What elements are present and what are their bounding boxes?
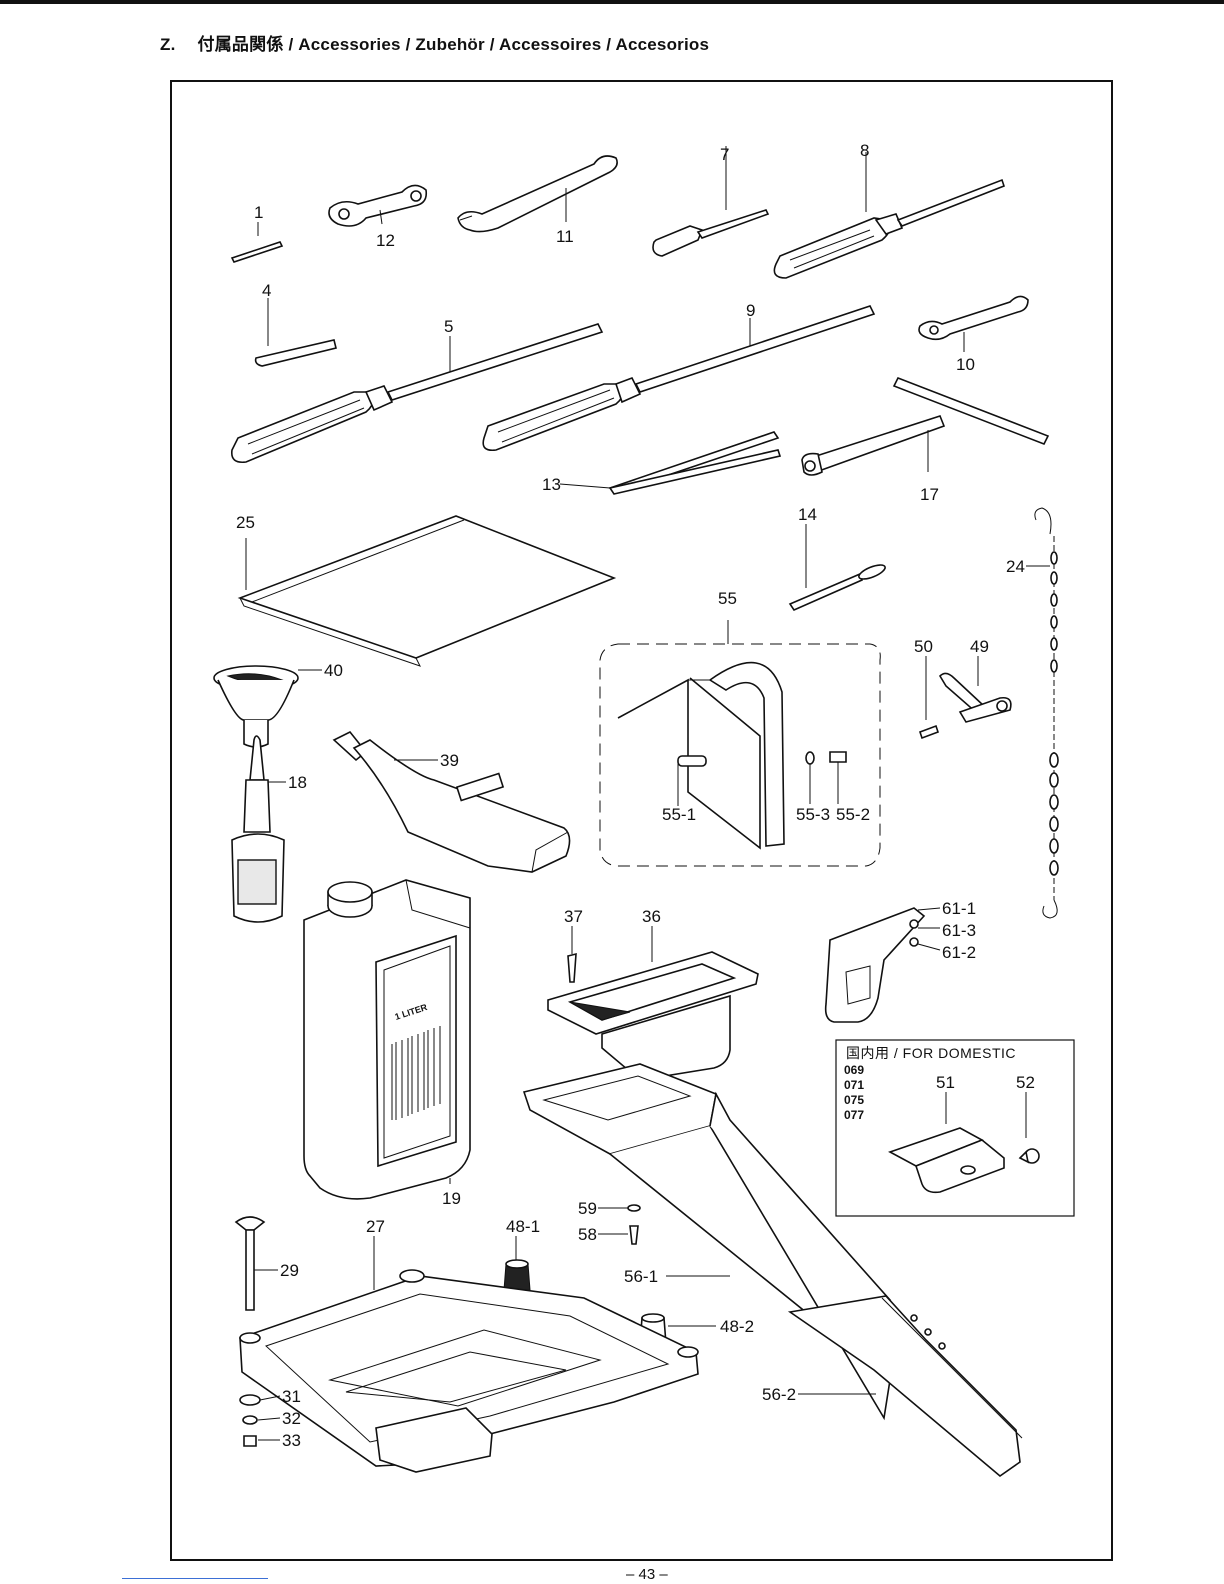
label-10: 10 bbox=[956, 355, 975, 374]
label-8: 8 bbox=[860, 141, 869, 160]
part-7-screwdriver bbox=[653, 146, 768, 256]
top-rule bbox=[0, 0, 1224, 4]
label-4: 4 bbox=[262, 281, 271, 300]
part-12-wrench bbox=[329, 185, 426, 226]
part-18-oiler bbox=[232, 736, 286, 922]
label-48-1: 48-1 bbox=[506, 1217, 540, 1236]
label-61-1: 61-1 bbox=[942, 899, 976, 918]
domestic-box: 国内用 / FOR DOMESTIC 069 071 075 077 51 52 bbox=[836, 1040, 1074, 1216]
label-9: 9 bbox=[746, 301, 755, 320]
label-14: 14 bbox=[798, 505, 817, 524]
part-40-funnel bbox=[214, 666, 322, 747]
label-51: 51 bbox=[936, 1073, 955, 1092]
label-56-2: 56-2 bbox=[762, 1385, 796, 1404]
part-49-50-latch: 50 49 bbox=[914, 637, 1011, 738]
part-61-bracket: 61-1 61-3 61-2 bbox=[826, 899, 976, 1022]
label-61-3: 61-3 bbox=[942, 921, 976, 940]
label-55-1: 55-1 bbox=[662, 805, 696, 824]
label-33: 33 bbox=[282, 1431, 301, 1450]
label-61-2: 61-2 bbox=[942, 943, 976, 962]
label-13: 13 bbox=[542, 475, 561, 494]
label-19: 19 bbox=[442, 1189, 461, 1208]
label-39: 39 bbox=[440, 751, 459, 770]
part-55-cover-assembly: 55 55-1 55-3 55-2 bbox=[600, 589, 880, 866]
part-9-screwdriver bbox=[483, 306, 874, 450]
label-52: 52 bbox=[1016, 1073, 1035, 1092]
label-11: 11 bbox=[556, 227, 574, 246]
label-31: 31 bbox=[282, 1387, 301, 1406]
section-letter: Z. bbox=[160, 35, 176, 54]
label-48-2: 48-2 bbox=[720, 1317, 754, 1336]
part-10-wrench bbox=[919, 296, 1028, 352]
label-5: 5 bbox=[444, 317, 453, 336]
label-29: 29 bbox=[280, 1261, 299, 1280]
part-27-base-plate: 27 bbox=[240, 1217, 698, 1472]
part-29-bolt bbox=[236, 1217, 278, 1310]
part-14-cord bbox=[790, 524, 887, 610]
label-7: 7 bbox=[720, 145, 729, 164]
label-18: 18 bbox=[288, 773, 307, 792]
domestic-code-069: 069 bbox=[844, 1063, 864, 1077]
bottom-link-underline[interactable] bbox=[122, 1578, 268, 1579]
part-11-wrench bbox=[458, 156, 617, 232]
label-32: 32 bbox=[282, 1409, 301, 1428]
part-17-t-wrench bbox=[802, 378, 1048, 475]
label-49: 49 bbox=[970, 637, 989, 656]
label-24: 24 bbox=[1006, 557, 1025, 576]
label-37: 37 bbox=[564, 907, 583, 926]
label-1: 1 bbox=[254, 203, 263, 222]
label-55-3: 55-3 bbox=[796, 805, 830, 824]
label-27: 27 bbox=[366, 1217, 385, 1236]
part-5-screwdriver bbox=[232, 324, 602, 462]
part-8-screwdriver bbox=[774, 152, 1004, 278]
label-59: 59 bbox=[578, 1199, 597, 1218]
label-56-1: 56-1 bbox=[624, 1267, 658, 1286]
accessories-diagram: 1 12 11 7 8 4 5 bbox=[170, 80, 1113, 1561]
part-25-sheet bbox=[240, 516, 614, 666]
label-17: 17 bbox=[920, 485, 939, 504]
part-4-blade bbox=[256, 298, 336, 366]
part-24-chain bbox=[1026, 508, 1058, 918]
page-number: – 43 – bbox=[626, 1566, 668, 1583]
label-12: 12 bbox=[376, 231, 395, 250]
part-31-33-fasteners: 31 32 33 bbox=[240, 1387, 301, 1450]
part-36-37-tray: 37 36 bbox=[548, 907, 758, 1080]
part-56-chute: 56-1 56-2 bbox=[524, 1064, 1022, 1476]
domestic-title: 国内用 / FOR DOMESTIC bbox=[846, 1045, 1016, 1061]
label-50: 50 bbox=[914, 637, 933, 656]
label-25: 25 bbox=[236, 513, 255, 532]
label-58: 58 bbox=[578, 1225, 597, 1244]
label-36: 36 bbox=[642, 907, 661, 926]
label-40: 40 bbox=[324, 661, 343, 680]
domestic-code-077: 077 bbox=[844, 1108, 864, 1122]
part-58-59-screws: 59 58 bbox=[578, 1199, 640, 1244]
label-55-2: 55-2 bbox=[836, 805, 870, 824]
domestic-code-075: 075 bbox=[844, 1093, 864, 1107]
label-55: 55 bbox=[718, 589, 737, 608]
section-title: 付属品関係 / Accessories / Zubehör / Accessoi… bbox=[198, 35, 710, 54]
part-13-tweezers bbox=[560, 432, 780, 494]
page-title: Z. 付属品関係 / Accessories / Zubehör / Access… bbox=[160, 30, 709, 55]
domestic-code-071: 071 bbox=[844, 1078, 864, 1092]
part-1-pin bbox=[232, 222, 282, 262]
part-19-oil-can: 1 LITER bbox=[304, 880, 470, 1199]
